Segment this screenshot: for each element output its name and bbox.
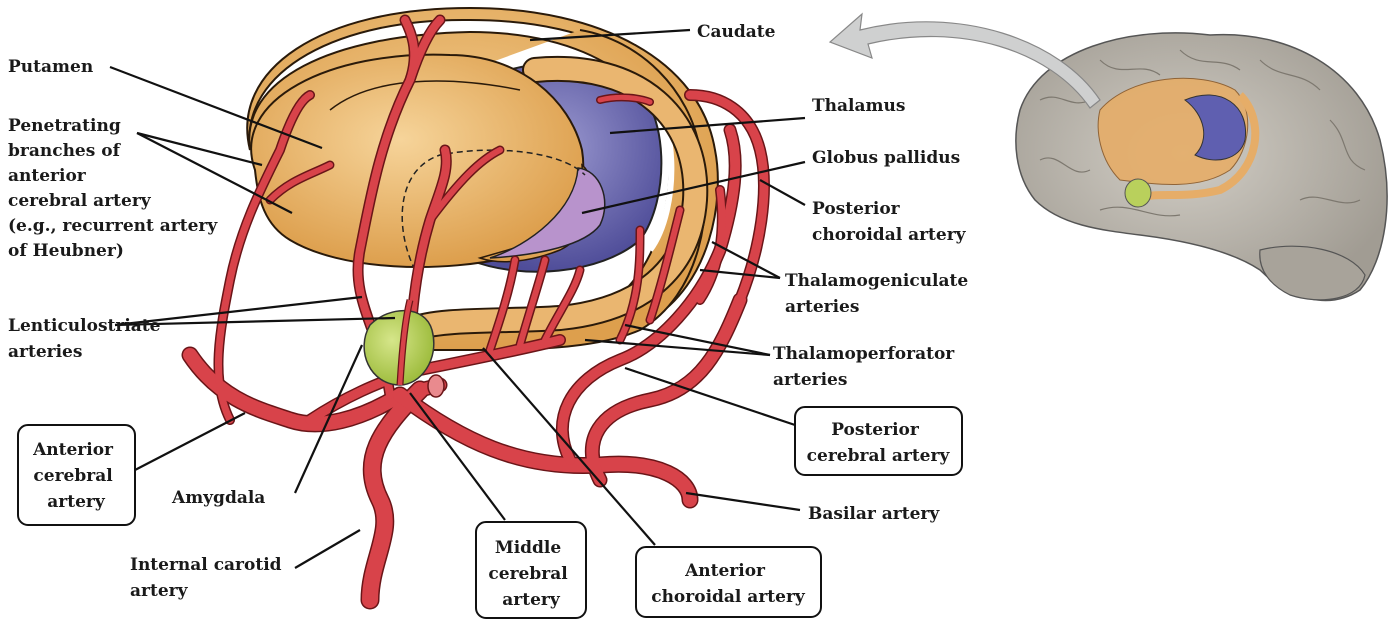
globus-pallidus <box>489 167 606 259</box>
artery-segment <box>586 294 746 486</box>
label-thalamoperforator-arteries: Thalamoperforator arteries <box>773 344 960 390</box>
artery-segment <box>354 16 444 399</box>
globus-pallidus-hidden-outline <box>401 149 586 271</box>
cerebellum <box>1259 245 1366 301</box>
middle-cerebral-cut-end <box>427 374 445 398</box>
anterior-cerebral-box <box>17 424 136 526</box>
inset-thalamus <box>1184 94 1247 161</box>
label-putamen: Putamen <box>8 57 93 77</box>
middle-cerebral-box <box>475 521 587 619</box>
leader-lines <box>109 28 806 569</box>
artery-segment <box>685 90 769 305</box>
artery-segment <box>542 267 583 343</box>
artery-outline <box>391 386 699 509</box>
artery-segment <box>597 94 653 105</box>
label-basilar-artery: Basilar artery <box>808 504 940 524</box>
label-posterior-choroidal-artery: Posterior choroidal artery <box>812 199 967 245</box>
artery-segment <box>215 91 314 424</box>
label-anterior-cerebral-artery: Anterior cerebral artery <box>32 440 119 512</box>
label-amygdala: Amygdala <box>171 488 265 508</box>
inset-brain <box>1015 32 1388 302</box>
label-caudate: Caudate <box>697 22 776 42</box>
artery-segment <box>362 382 428 608</box>
label-penetrating-branches: Penetrating branches of anterior cerebra… <box>8 116 223 261</box>
anterior-choroidal-box <box>635 546 822 618</box>
artery-segment <box>427 147 503 223</box>
curved-arrow <box>828 12 1101 109</box>
artery-segment <box>487 257 518 353</box>
label-thalamus: Thalamus <box>812 96 905 116</box>
label-globus-pallidus: Globus pallidus <box>812 148 960 168</box>
label-middle-cerebral-artery: Middle cerebral artery <box>488 538 573 610</box>
artery-segment <box>267 162 333 203</box>
label-lenticulostriate-arteries: Lenticulostriate arteries <box>8 316 166 362</box>
label-posterior-cerebral-artery: Posterior cerebral artery <box>807 420 951 466</box>
artery-segment <box>696 186 726 304</box>
artery-segment <box>557 125 741 465</box>
posterior-cerebral-box <box>794 406 963 476</box>
artery-segment <box>393 388 697 507</box>
artery-segment <box>617 227 643 343</box>
label-thalamogeniculate-arteries: Thalamogeniculate arteries <box>785 271 974 317</box>
inset-amygdala <box>1124 178 1152 208</box>
artery-segment <box>517 257 548 348</box>
artery-segment <box>647 207 683 323</box>
brain-gyri <box>1039 49 1366 217</box>
label-internal-carotid-artery: Internal carotid artery <box>130 555 287 601</box>
artery-segment <box>401 16 419 84</box>
label-anterior-choroidal-artery: Anterior choroidal artery <box>651 561 806 607</box>
caudate-tail <box>399 57 707 341</box>
